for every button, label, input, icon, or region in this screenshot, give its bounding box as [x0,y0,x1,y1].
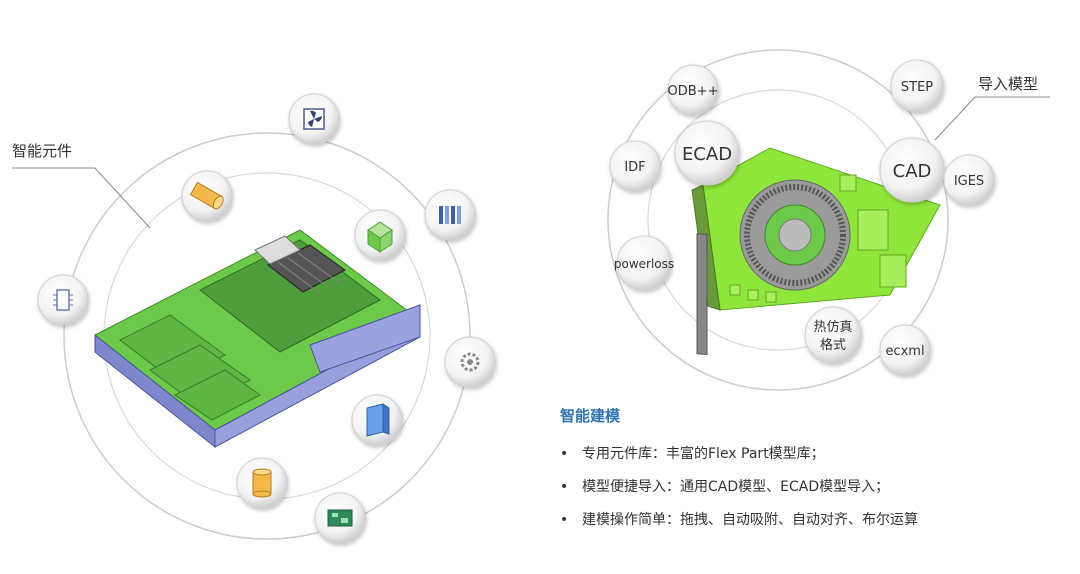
heatsink-bubble[interactable] [424,189,476,241]
gear-icon [460,352,480,372]
chip-icon [53,289,73,311]
outer-ring [63,132,471,540]
graphics-card-model [691,147,941,355]
step-label: STEP [901,80,933,95]
outer-ring-right [607,49,949,391]
list-item: •建模操作简单：拖拽、自动吸附、自动对齐、布尔运算 [560,512,918,528]
thermal-format-bubble[interactable] [804,306,862,364]
feature-text: 专用元件库：丰富的Flex Part模型库； [582,446,825,462]
smart-components-callout: 智能元件 [12,143,73,160]
enclosure-model [94,229,421,449]
powerloss-bubble[interactable] [616,235,672,291]
powerloss-label: powerloss [614,257,674,271]
list-item: •模型便捷导入：通用CAD模型、ECAD模型导入； [560,479,890,495]
step-bubble[interactable] [890,59,944,113]
odb-bubble[interactable] [667,64,719,116]
ecad-bubble[interactable] [674,120,740,186]
list-item: •专用元件库：丰富的Flex Part模型库； [560,446,825,462]
ecad-label: ECAD [682,144,732,165]
iges-bubble[interactable] [943,154,995,206]
cad-label: CAD [893,161,932,182]
panel-icon [366,403,390,437]
right-diagram: ODB++ STEP ECAD CAD IDF IGES powerloss 热… [607,49,1050,391]
callout-line [12,167,151,229]
iges-label: IGES [954,174,984,189]
callout-line-right [934,96,1050,141]
thermal-format-label-line1: 热仿真 [813,320,852,335]
left-diagram [12,93,496,544]
section-title: 智能建模 [560,407,621,425]
ecxml-bubble[interactable] [879,324,931,376]
idf-label: IDF [624,160,645,175]
cad-bubble[interactable] [879,137,945,203]
heatsink-icon [439,206,461,224]
cylinder-icon [189,181,224,210]
barrel-icon [252,468,272,498]
cube-icon [367,221,393,253]
board-icon [327,509,353,527]
idf-bubble[interactable] [609,140,661,192]
import-model-callout: 导入模型 [978,76,1039,93]
ecxml-label: ecxml [885,344,924,359]
fan-icon [303,108,325,130]
odb-label: ODB++ [668,84,719,99]
feature-list: •专用元件库：丰富的Flex Part模型库； •模型便捷导入：通用CAD模型、… [560,446,918,545]
feature-text: 模型便捷导入：通用CAD模型、ECAD模型导入； [582,479,890,495]
thermal-format-label-line2: 格式 [820,337,846,353]
feature-text: 建模操作简单：拖拽、自动吸附、自动对齐、布尔运算 [582,512,918,528]
